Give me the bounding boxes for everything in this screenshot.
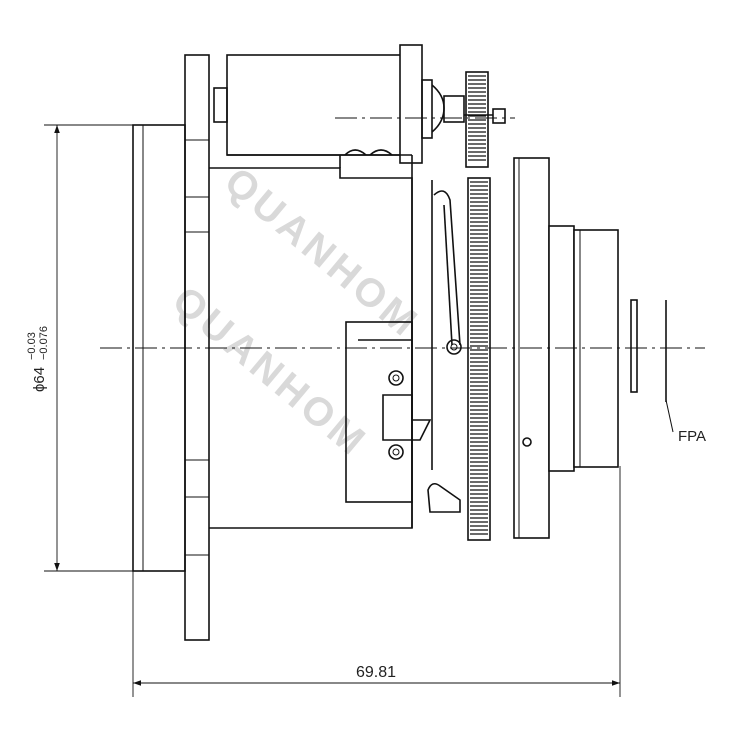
length-label: 69.81 — [356, 664, 396, 681]
focus-bracket — [345, 321, 462, 513]
pinion-gear — [465, 71, 489, 168]
svg-text:−0.076: −0.076 — [38, 326, 50, 360]
motor — [213, 44, 506, 178]
mounting-plate — [184, 54, 210, 641]
watermark-lower: QUANHOM — [164, 278, 375, 465]
spring — [431, 180, 461, 470]
length-dimension — [132, 466, 621, 697]
svg-text:ϕ64: ϕ64 — [31, 367, 48, 392]
detector-window — [630, 299, 638, 393]
diameter-dimension — [44, 124, 133, 572]
diameter-label: ϕ64 −0.03 −0.076 — [26, 326, 50, 392]
fpa-label: FPA — [678, 428, 706, 445]
svg-text:−0.03: −0.03 — [26, 332, 38, 360]
gear-ring — [467, 177, 491, 541]
watermark-upper: QUANHOM — [216, 159, 427, 346]
fpa-plane — [665, 300, 674, 433]
